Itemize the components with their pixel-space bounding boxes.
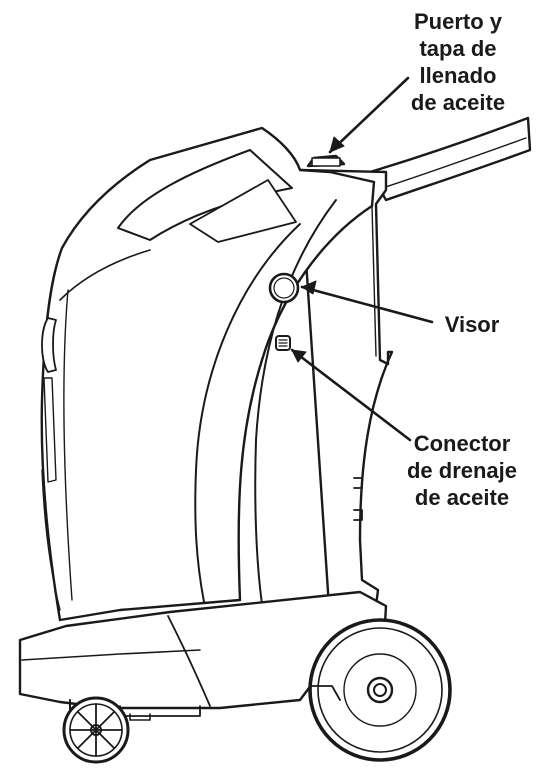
label-line: de aceite — [410, 90, 506, 115]
oil-drain-connector — [275, 335, 291, 351]
label-line: Visor — [444, 312, 500, 337]
rear-frame — [298, 168, 394, 624]
label-oil-drain-connector: Conector de drenaje de aceite — [394, 430, 530, 511]
label-line: Puerto y — [413, 9, 503, 34]
label-line: de drenaje — [406, 458, 518, 483]
handle — [368, 116, 532, 202]
label-line: Conector — [413, 431, 511, 456]
label-oil-fill-port-and-cap: Puerto y tapa de llenado de aceite — [388, 8, 528, 116]
cabinet-shell — [40, 126, 376, 622]
arrow-oil-fill — [328, 76, 410, 154]
arrow-oil-drain — [290, 348, 412, 442]
rear-wheel — [308, 618, 452, 762]
label-line: tapa de — [419, 36, 497, 61]
arrowhead-sight-glass — [301, 280, 317, 295]
arrowhead-oil-drain — [291, 349, 307, 363]
arrow-sight-glass — [300, 285, 434, 324]
arrowhead-oil-fill — [329, 136, 345, 153]
oil-fill-cap — [306, 154, 346, 168]
leader-arrows — [290, 76, 434, 442]
sight-glass — [268, 272, 300, 304]
front-caster — [62, 696, 130, 764]
label-line: llenado — [419, 63, 497, 88]
base — [18, 590, 388, 721]
label-sight-glass: Visor — [432, 311, 512, 338]
label-line: de aceite — [414, 485, 510, 510]
